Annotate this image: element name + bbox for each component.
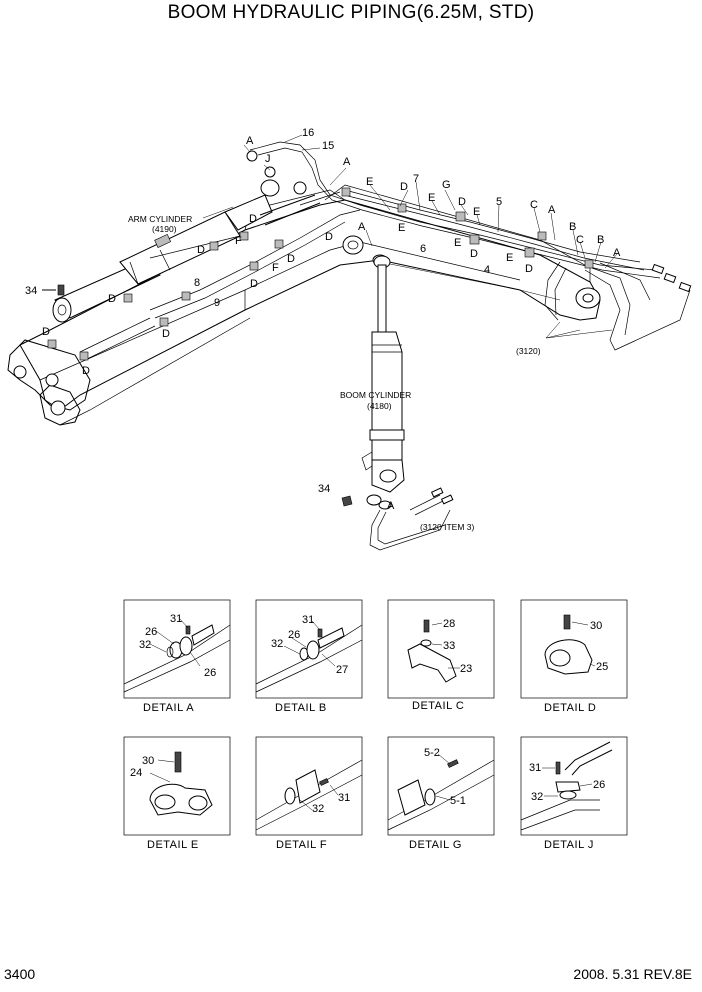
detail-c-part-23: 23 xyxy=(460,663,472,675)
callout-E: E xyxy=(454,237,461,249)
callout-7: 7 xyxy=(413,173,419,185)
page-title: BOOM HYDRAULIC PIPING(6.25M, STD) xyxy=(167,2,535,23)
detail-a-part-32: 32 xyxy=(139,639,151,651)
detail-g-part-5-2: 5-2 xyxy=(424,747,440,759)
callout-16: 16 xyxy=(302,127,314,139)
detail-a: 31 26 32 26 DETAIL A xyxy=(123,599,231,714)
callout-D: D xyxy=(42,326,50,338)
page-number: 3400 xyxy=(4,966,36,982)
callout-D: D xyxy=(400,181,408,193)
callout-A: A xyxy=(358,221,366,233)
callout-E: E xyxy=(473,206,480,218)
callout-34: 34 xyxy=(25,285,37,297)
detail-j-part-32: 32 xyxy=(531,791,543,803)
callout-E: E xyxy=(366,176,373,188)
arm-cylinder-number: (4190) xyxy=(152,224,177,234)
callout-A: A xyxy=(343,156,351,168)
callout-D: D xyxy=(470,248,478,260)
detail-a-part-26b: 26 xyxy=(204,667,216,679)
callout-6: 6 xyxy=(420,243,426,255)
arm-cylinder-label: ARM CYLINDER xyxy=(128,214,192,224)
detail-b-caption: DETAIL B xyxy=(275,702,327,714)
detail-d: 30 25 DETAIL D xyxy=(520,599,628,714)
detail-j-part-26: 26 xyxy=(593,779,605,791)
ref-3120-item3-label: (3120 ITEM 3) xyxy=(420,522,474,532)
callout-34: 34 xyxy=(318,483,330,495)
detail-b-part-32: 32 xyxy=(271,638,283,650)
detail-g-caption: DETAIL G xyxy=(409,839,462,851)
detail-f-part-31: 31 xyxy=(338,792,350,804)
callout-C: C xyxy=(530,199,538,211)
callout-B: B xyxy=(569,221,576,233)
main-callouts: A 16 15 J A E D 7 G E D E 5 C A B C B A … xyxy=(25,127,621,532)
detail-c: 28 33 23 DETAIL C xyxy=(387,599,495,712)
callout-D: D xyxy=(525,263,533,275)
callout-D: D xyxy=(197,244,205,256)
detail-e-part-24: 24 xyxy=(130,767,142,779)
callout-D: D xyxy=(108,293,116,305)
callout-B: B xyxy=(597,234,604,246)
revision-date: 2008. 5.31 REV.8E xyxy=(573,966,692,982)
boom-piping xyxy=(47,141,692,361)
callout-F: F xyxy=(235,235,242,247)
detail-d-part-25: 25 xyxy=(596,661,608,673)
ref-3120-label: (3120) xyxy=(516,346,541,356)
callout-C: C xyxy=(576,234,584,246)
boom-cylinder-label: BOOM CYLINDER xyxy=(340,390,411,400)
callout-D: D xyxy=(325,231,333,243)
detail-a-caption: DETAIL A xyxy=(143,702,194,714)
callout-8: 8 xyxy=(194,277,200,289)
callout-D: D xyxy=(162,328,170,340)
detail-f-part-32: 32 xyxy=(312,803,324,815)
callout-9: 9 xyxy=(214,297,220,309)
detail-e: 30 24 DETAIL E xyxy=(123,736,231,851)
callout-D: D xyxy=(250,278,258,290)
callout-15: 15 xyxy=(322,140,334,152)
detail-j-caption: DETAIL J xyxy=(544,839,594,851)
callout-G: G xyxy=(442,179,451,191)
callout-A: A xyxy=(613,247,621,259)
detail-b: 31 26 32 27 DETAIL B xyxy=(255,599,363,714)
detail-d-caption: DETAIL D xyxy=(544,702,596,714)
detail-b-part-31: 31 xyxy=(302,614,314,626)
detail-c-caption: DETAIL C xyxy=(412,700,464,712)
callout-A: A xyxy=(548,204,556,216)
callout-J: J xyxy=(265,153,271,165)
callout-D: D xyxy=(82,365,90,377)
callout-E: E xyxy=(506,252,513,264)
detail-f: 32 31 DETAIL F xyxy=(255,736,363,851)
detail-c-part-28: 28 xyxy=(443,618,455,630)
callout-A: A xyxy=(387,500,395,512)
leader-lines xyxy=(202,134,618,339)
detail-a-part-31: 31 xyxy=(170,613,182,625)
detail-a-part-26: 26 xyxy=(145,626,157,638)
callout-E: E xyxy=(398,222,405,234)
detail-e-caption: DETAIL E xyxy=(147,839,199,851)
detail-b-part-27: 27 xyxy=(336,664,348,676)
detail-j: 31 26 32 DETAIL J xyxy=(520,736,628,851)
callout-D: D xyxy=(458,196,466,208)
detail-j-part-31: 31 xyxy=(529,762,541,774)
callout-D: D xyxy=(287,253,295,265)
boom-cylinder-number: (4180) xyxy=(367,401,392,411)
callout-4: 4 xyxy=(484,264,490,276)
detail-b-part-26: 26 xyxy=(288,629,300,641)
detail-d-part-30: 30 xyxy=(590,620,602,632)
callout-5: 5 xyxy=(496,196,502,208)
detail-c-part-33: 33 xyxy=(443,640,455,652)
callout-D: D xyxy=(249,213,257,225)
boom-cylinder xyxy=(341,255,454,551)
detail-f-caption: DETAIL F xyxy=(276,839,327,851)
callout-E: E xyxy=(428,192,435,204)
detail-g-part-5-1: 5-1 xyxy=(450,795,466,807)
detail-g: 5-2 5-1 DETAIL G xyxy=(387,736,495,851)
detail-e-part-30: 30 xyxy=(142,755,154,767)
arm-cylinder xyxy=(52,179,321,323)
callout-F: F xyxy=(272,262,279,274)
callout-A: A xyxy=(246,135,254,147)
bolt-34 xyxy=(42,284,65,296)
